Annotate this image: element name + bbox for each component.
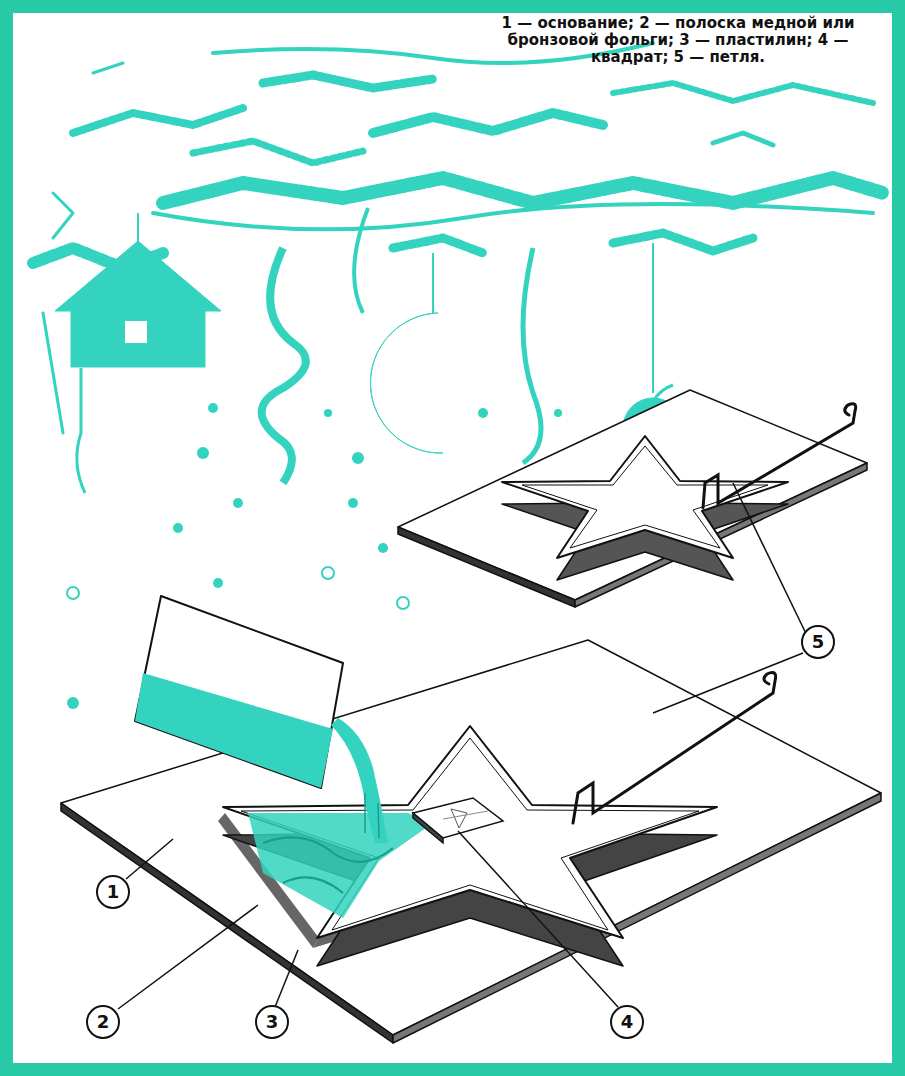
fir-branch	[33, 43, 883, 433]
snow-dots-part	[67, 587, 79, 599]
ornaments-part	[523, 248, 541, 463]
upper-loop	[703, 404, 856, 508]
snow-dots-part	[173, 523, 183, 533]
fir-branch-part	[613, 233, 753, 251]
callout-number: 3	[255, 1005, 289, 1039]
lower-base-plate	[61, 640, 881, 1043]
leader-lines-part	[733, 483, 813, 648]
upper-base-plate-part	[398, 527, 575, 607]
ornaments-part	[77, 368, 85, 493]
ornaments-part	[370, 313, 443, 453]
callout-number: 2	[86, 1005, 120, 1039]
upper-loop-part	[703, 404, 856, 508]
snow-dots-part	[324, 409, 332, 417]
lower-star-mold-part	[248, 813, 433, 918]
fir-branch-part	[53, 193, 73, 238]
fir-branch-part	[93, 63, 123, 73]
ornaments-part	[125, 321, 147, 343]
snow-dots-part	[352, 452, 364, 464]
leader-lines-part	[118, 905, 258, 1009]
leader-lines-part	[275, 950, 298, 1007]
fir-branch-part	[263, 75, 433, 88]
leader-lines-part	[458, 831, 618, 1007]
fir-branch-part	[73, 108, 243, 133]
illustration	[13, 13, 892, 1063]
callout-number: 5	[801, 625, 835, 659]
fir-branch-part	[163, 178, 883, 203]
upper-base-plate	[398, 390, 867, 607]
square-piece-part	[413, 813, 443, 843]
upper-star-mold-part	[502, 436, 788, 558]
snow-dots-part	[478, 408, 488, 418]
picture-panel: 1 — основание; 2 — полоска медной или бр…	[13, 13, 892, 1063]
parts-key: 1 — основание; 2 — полоска медной или бр…	[468, 15, 888, 66]
snow-dots-part	[197, 447, 209, 459]
callout-number: 1	[96, 875, 130, 909]
snow-dots-part	[348, 498, 358, 508]
snow-dots-part	[67, 697, 79, 709]
lower-base-plate-part	[61, 640, 881, 1035]
ornaments-part	[652, 243, 654, 393]
square-piece-part	[443, 811, 488, 819]
fir-branch-part	[193, 141, 363, 163]
snow-dots-part	[397, 597, 409, 609]
snow-dots-part	[322, 567, 334, 579]
snow-dots-part	[554, 409, 562, 417]
callout-number: 4	[610, 1005, 644, 1039]
upper-star-mold-part	[522, 446, 768, 548]
snow-dots-part	[213, 578, 223, 588]
leader-lines-part	[126, 839, 173, 879]
leader-lines	[118, 483, 813, 1009]
ornaments-part	[55, 241, 221, 311]
fir-branch-part	[713, 133, 773, 145]
ornaments-part	[432, 253, 434, 313]
snow-dots-part	[378, 543, 388, 553]
lower-star-mold-part	[263, 837, 393, 893]
ornaments-part	[262, 248, 306, 483]
lower-loop-part	[573, 673, 776, 823]
ornaments-part	[354, 208, 368, 313]
pouring-vessel-part	[331, 718, 388, 843]
fir-branch-part	[393, 238, 483, 253]
square-piece-part	[451, 809, 467, 828]
fir-branch-part	[373, 113, 603, 133]
snow-dots-part	[208, 403, 218, 413]
fir-branch-part	[613, 83, 873, 103]
snow-dots-part	[233, 498, 243, 508]
pouring-vessel-part	[135, 596, 343, 788]
ornaments-part	[71, 309, 205, 367]
fir-branch-part	[153, 204, 873, 229]
pouring-vessel-part	[365, 793, 379, 838]
pouring-vessel-part	[135, 673, 333, 788]
pouring-vessel	[135, 596, 388, 843]
leader-lines-part	[653, 653, 803, 713]
upper-base-plate-part	[398, 390, 867, 600]
lower-loop	[573, 673, 776, 823]
square-piece	[413, 798, 503, 843]
fir-branch-part	[43, 313, 63, 433]
